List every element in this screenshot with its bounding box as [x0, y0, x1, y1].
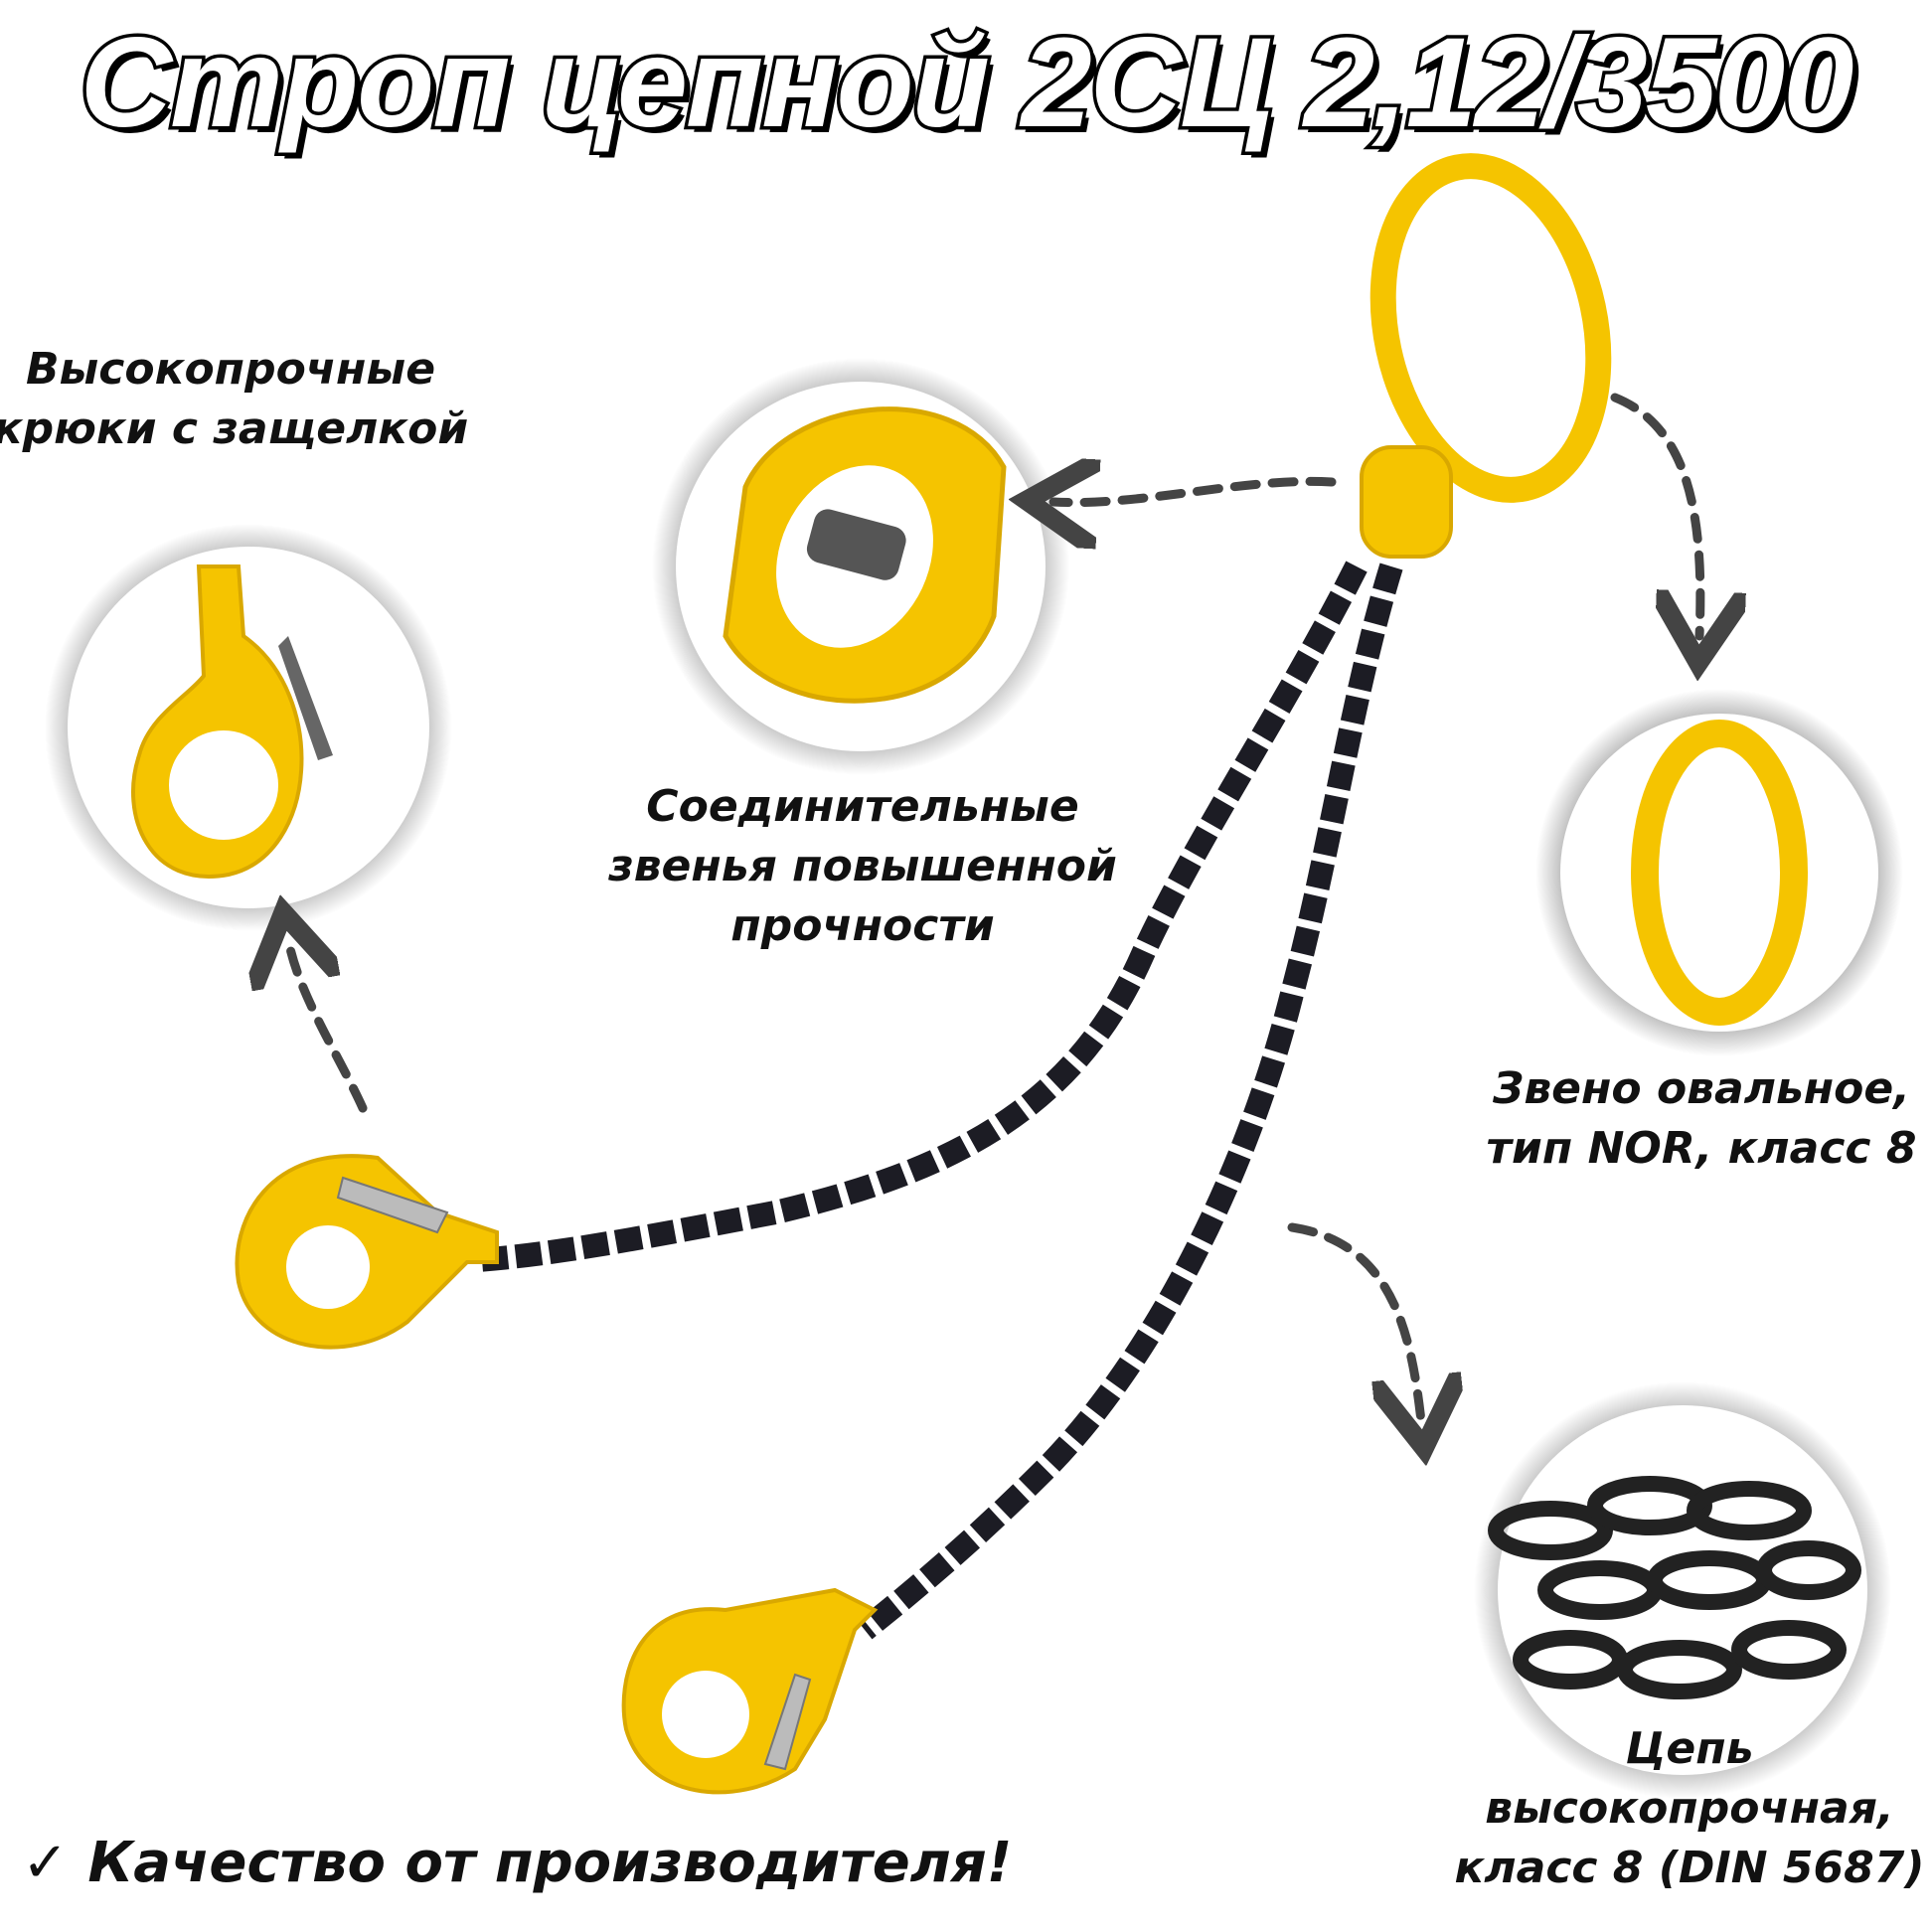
hooks-caption-line: Высокопрочные [25, 344, 436, 395]
chain-detail-circle [1474, 1381, 1891, 1799]
arrow-to-hooks [288, 939, 368, 1113]
connectors-caption-line: прочности [730, 900, 995, 951]
checkmark-icon: ✓ [22, 1831, 69, 1895]
chain-leg-left [476, 561, 1368, 1272]
connectors-caption-line: Соединительные [646, 781, 1079, 832]
connector-detail-circle [652, 358, 1069, 775]
hooks-caption-line: крюки с защелкой [0, 403, 469, 454]
connectors-caption-line: звенья повышенной [608, 841, 1117, 891]
hooks-caption: Высокопрочные крюки с защелкой [0, 340, 468, 459]
page-title: Строп цепной 2СЦ 2,12/3500 [77, 9, 1857, 158]
hook-detail-circle [45, 524, 452, 931]
oval-link-detail-circle [1535, 689, 1903, 1056]
oval-link-caption-line: тип NOR, класс 8 [1486, 1123, 1917, 1174]
oval-link-caption-line: Звено овальное, [1493, 1063, 1910, 1114]
chain-caption-line: высокопрочная, [1485, 1783, 1894, 1834]
quality-slogan: ✓ Качество от производителя! [22, 1831, 1012, 1895]
arrow-to-connectors [1053, 481, 1337, 502]
arrow-to-chain [1287, 1222, 1421, 1421]
chain-caption-line: класс 8 (DIN 5687) [1454, 1843, 1925, 1893]
oval-link-caption: Звено овальное, тип NOR, класс 8 [1487, 1059, 1917, 1179]
connectors-caption: Соединительные звенья повышенной прочнос… [608, 777, 1117, 956]
master-oval-link [1360, 153, 1612, 559]
chain-caption: Цепь высокопрочная, класс 8 (DIN 5687) [1455, 1719, 1925, 1898]
chain-leg-right [857, 563, 1403, 1640]
hook-right [621, 1587, 879, 1795]
hook-left [235, 1154, 499, 1350]
chain-caption-line: Цепь [1625, 1723, 1754, 1774]
quality-text: Качество от производителя! [87, 1831, 1013, 1895]
arrow-to-oval-link [1610, 393, 1700, 636]
